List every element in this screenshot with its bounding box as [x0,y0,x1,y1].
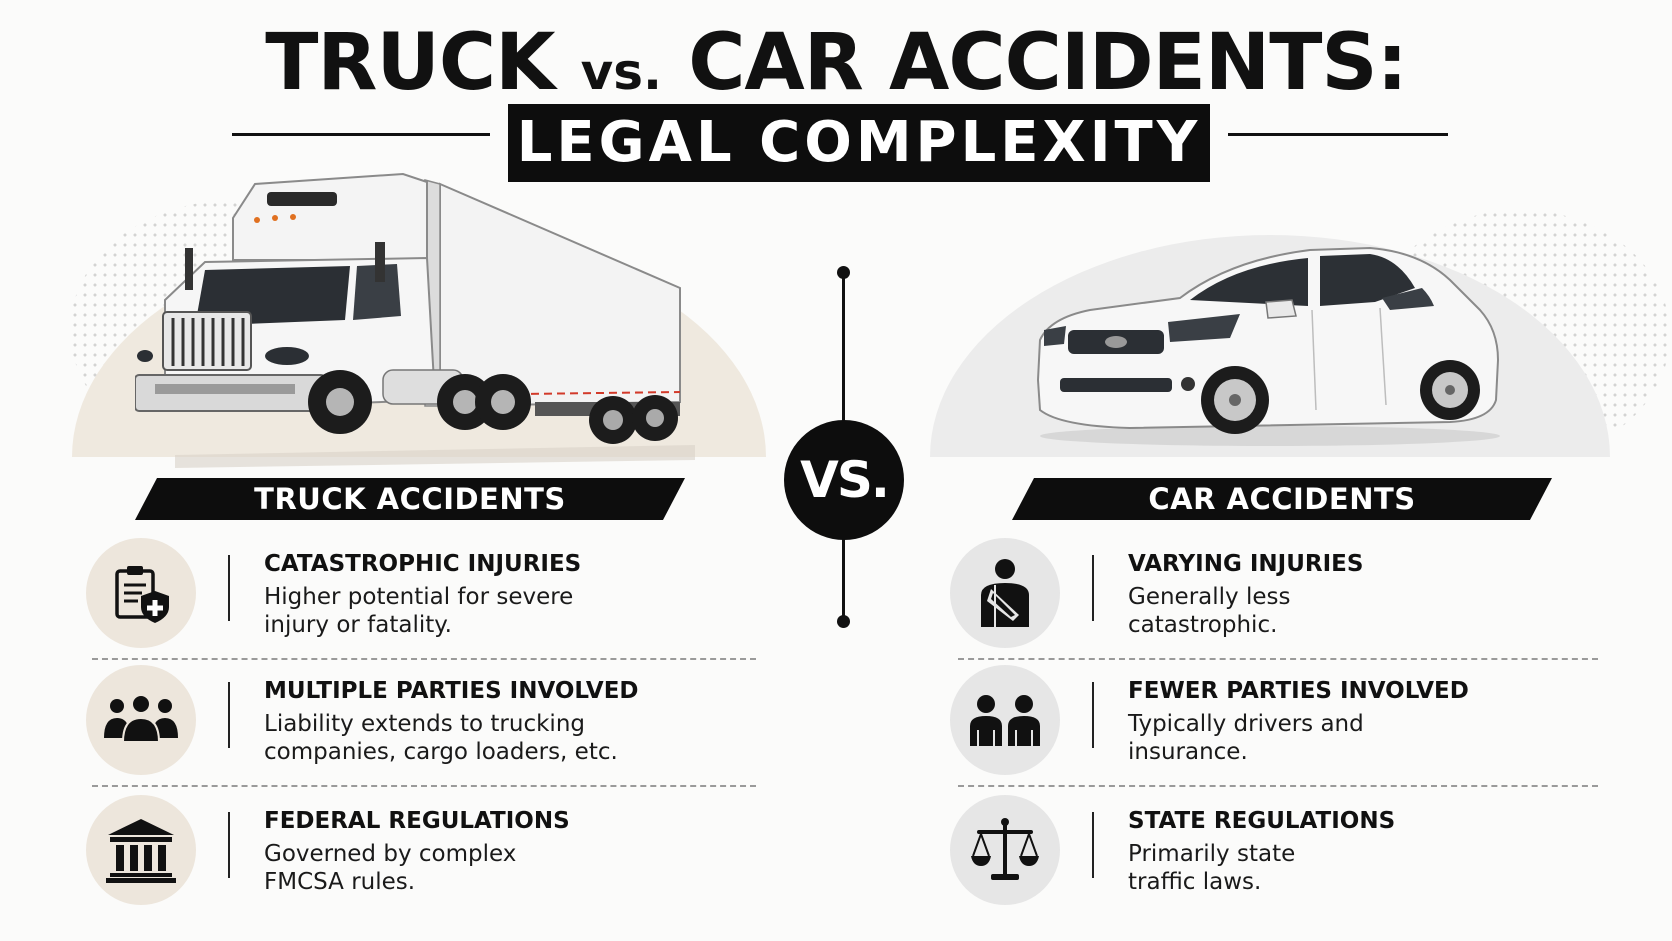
vs-badge: VS. [784,420,904,540]
item-separator [228,812,230,878]
truck-accidents-banner: TRUCK ACCIDENTS [135,478,685,520]
person-sling-icon [950,538,1060,648]
item-separator [1092,555,1094,621]
car-item-regulations: STATE REGULATIONS Primarily state traffi… [950,790,1610,910]
group-icon [86,665,196,775]
item-heading: CATASTROPHIC INJURIES [264,551,582,577]
item-description: Liability extends to trucking companies,… [264,711,618,765]
truck-item-injuries: CATASTROPHIC INJURIES Higher potential f… [86,533,756,653]
item-description: Higher potential for severe injury or fa… [264,584,574,638]
car-image [1036,246,1500,446]
scales-icon [950,795,1060,905]
item-heading: MULTIPLE PARTIES INVOLVED [264,678,639,704]
item-separator [1092,682,1094,748]
item-description: Typically drivers and insurance. [1128,711,1364,765]
truck-divider-1 [92,658,756,660]
courthouse-icon [86,795,196,905]
item-heading: STATE REGULATIONS [1128,808,1396,834]
truck-image [135,172,695,468]
item-separator [1092,812,1094,878]
car-divider-2 [958,785,1598,787]
subtitle-rule-left [232,133,490,136]
clipboard-shield-icon [86,538,196,648]
title-car: CAR ACCIDENTS: [688,18,1408,108]
car-item-injuries: VARYING INJURIES Generally less catastro… [950,533,1610,653]
truck-item-parties: MULTIPLE PARTIES INVOLVED Liability exte… [86,660,756,780]
item-separator [228,682,230,748]
divider-dot-bottom [837,615,850,628]
car-item-parties: FEWER PARTIES INVOLVED Typically drivers… [950,660,1610,780]
divider-dot-top [837,266,850,279]
two-people-icon [950,665,1060,775]
truck-divider-2 [92,785,756,787]
main-title: TRUCK vs. CAR ACCIDENTS: [0,18,1672,117]
subtitle-rule-right [1228,133,1448,136]
item-separator [228,555,230,621]
item-heading: FEWER PARTIES INVOLVED [1128,678,1469,704]
item-heading: FEDERAL REGULATIONS [264,808,570,834]
item-description: Governed by complex FMCSA rules. [264,841,517,895]
title-vs: vs. [580,43,663,101]
title-truck: TRUCK [265,18,555,108]
item-description: Primarily state traffic laws. [1128,841,1296,895]
subtitle-banner: LEGAL COMPLEXITY [508,104,1210,182]
car-divider-1 [958,658,1598,660]
truck-item-regulations: FEDERAL REGULATIONS Governed by complex … [86,790,756,910]
item-description: Generally less catastrophic. [1128,584,1291,638]
car-accidents-banner: CAR ACCIDENTS [1012,478,1552,520]
item-heading: VARYING INJURIES [1128,551,1364,577]
